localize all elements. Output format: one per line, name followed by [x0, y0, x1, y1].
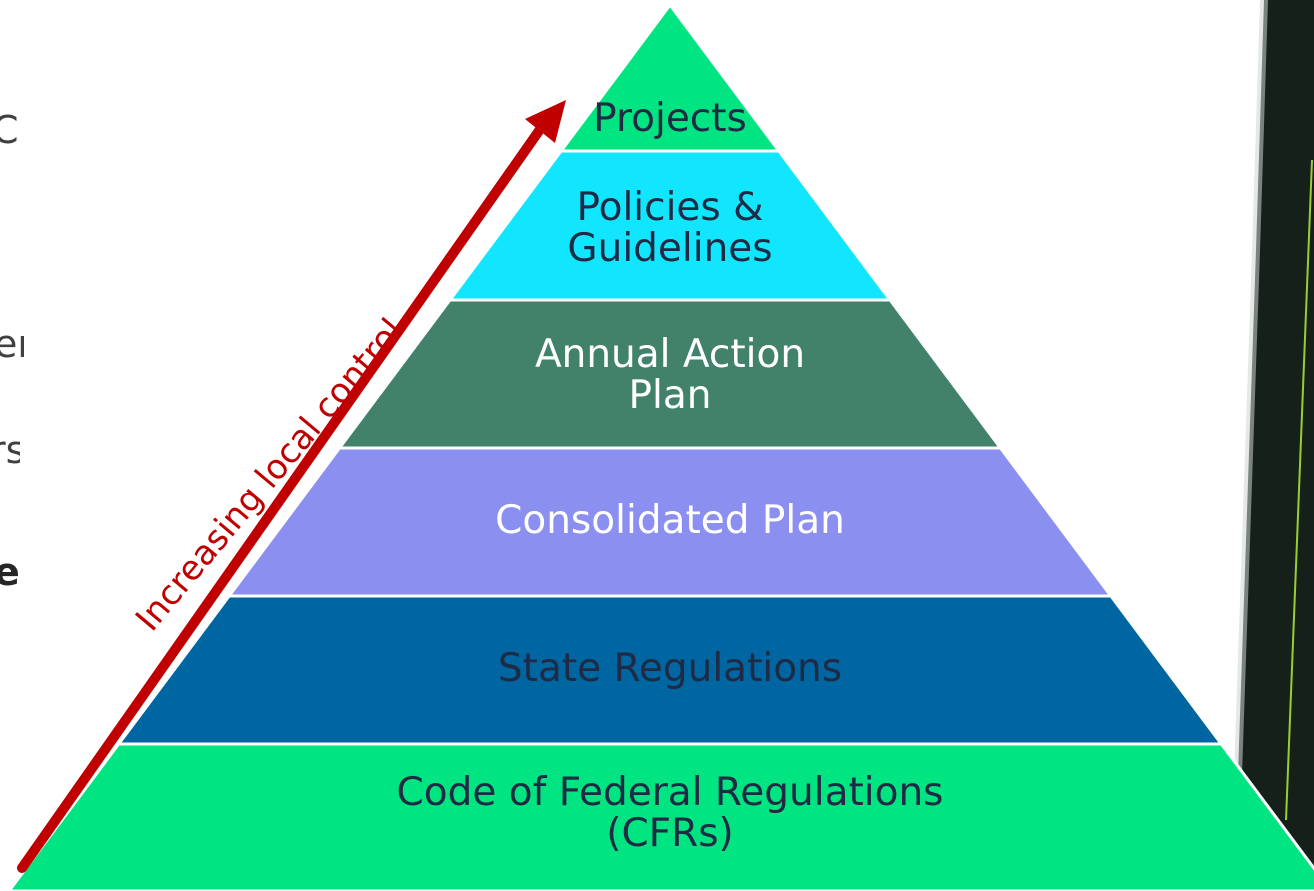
arrow-shaft	[17, 113, 553, 873]
slide-text-fragment-4: e	[0, 550, 20, 594]
book-accent-line	[1285, 159, 1313, 821]
tier-label-6: Code of Federal Regulations(CFRs)	[320, 772, 1020, 854]
increasing-local-control-arrow	[17, 100, 566, 873]
tier-label-1-line-1: Projects	[593, 95, 747, 141]
tier-label-3-line-1: Annual Action	[534, 332, 806, 377]
slide-text-fragment-1: C	[0, 108, 19, 152]
book-page-edge	[1230, 0, 1268, 891]
tier-label-4-line-1: Consolidated Plan	[495, 497, 845, 543]
pyramid-tiers	[7, 2, 1314, 891]
tier-label-2-line-1: Policies &	[576, 185, 764, 230]
tier-label-1: Projects	[320, 98, 1020, 139]
tier-label-2-line-2: Guidelines	[567, 226, 773, 271]
tier-label-5: State Regulations	[320, 648, 1020, 689]
tier-label-2: Policies &Guidelines	[320, 187, 1020, 269]
tier-label-6-line-1: Code of Federal Regulations	[396, 770, 944, 815]
book-cover-graphic	[1230, 0, 1314, 891]
book-spine-shape	[1234, 0, 1314, 891]
tier-label-5-line-1: State Regulations	[497, 645, 843, 691]
tier-label-4: Consolidated Plan	[320, 500, 1020, 541]
slide-text-fragment-3: rs	[0, 428, 20, 472]
tier-label-6-line-2: (CFRs)	[606, 811, 734, 856]
tier-label-3-line-2: Plan	[628, 373, 712, 418]
slide-text-fragment-2: er	[0, 322, 24, 366]
arrow-head	[525, 100, 566, 143]
